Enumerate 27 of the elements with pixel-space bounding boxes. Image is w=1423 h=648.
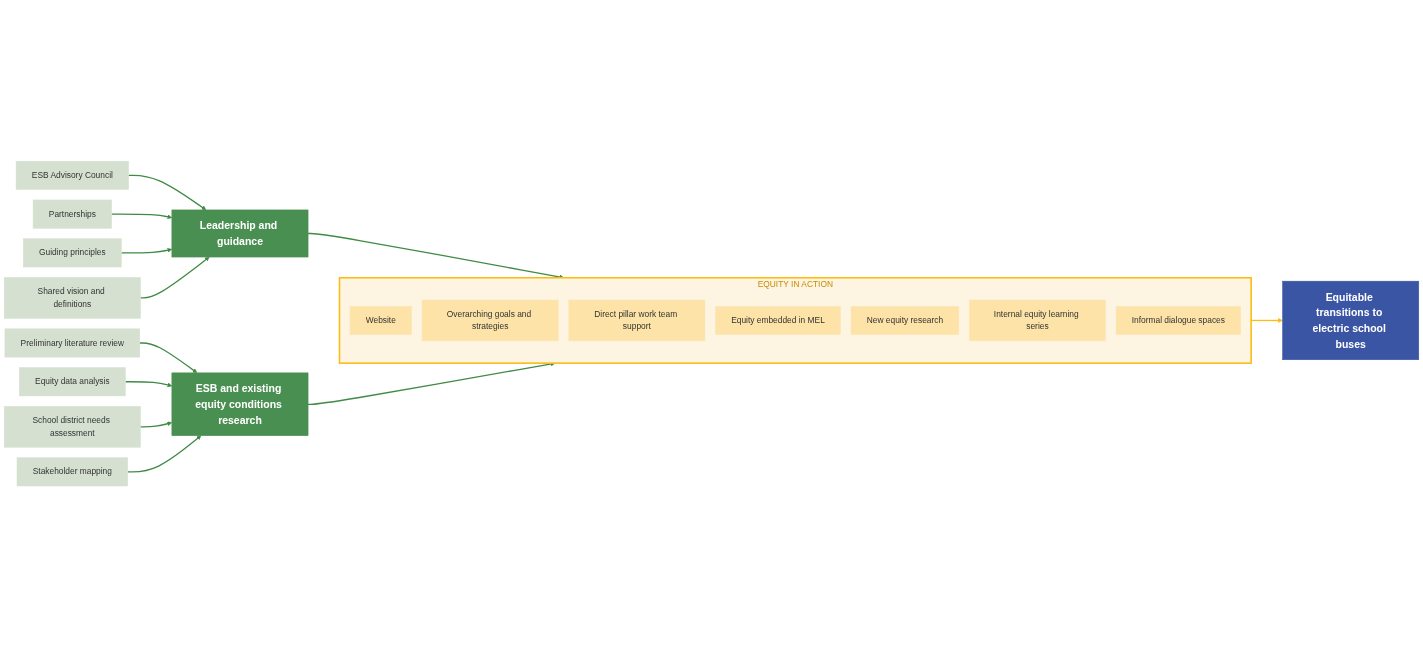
node-box: School district needs assessment bbox=[3, 406, 141, 448]
node-box: Overarching goals and strategies bbox=[421, 300, 559, 342]
node-box: ESB and existing equity conditions research bbox=[171, 373, 309, 437]
arrow bbox=[124, 381, 173, 388]
node-box: Internal equity learning series bbox=[969, 300, 1106, 342]
arrow bbox=[120, 248, 173, 254]
node-box: Partnerships bbox=[32, 200, 112, 229]
node-box: Preliminary literature review bbox=[4, 328, 140, 358]
arrow bbox=[127, 175, 207, 211]
arrow bbox=[307, 362, 556, 406]
arrow bbox=[110, 213, 173, 220]
node-box: Website bbox=[349, 306, 412, 336]
node-box: Stakeholder mapping bbox=[16, 457, 128, 487]
node-box: Equitable transitions to electric school buses bbox=[1282, 281, 1420, 361]
arrow bbox=[127, 435, 202, 473]
node-box: Leadership and guidance bbox=[171, 210, 309, 258]
arrow bbox=[139, 257, 210, 299]
node-box: Equity embedded in MEL bbox=[715, 306, 841, 336]
node-box: Shared vision and definitions bbox=[3, 277, 141, 319]
node-box: Guiding principles bbox=[23, 238, 122, 268]
node-box: New equity research bbox=[850, 306, 960, 336]
arrow bbox=[139, 421, 173, 428]
node-box: ESB Advisory Council bbox=[15, 161, 129, 191]
node-box: Equity data analysis bbox=[19, 367, 126, 397]
node-box: Informal dialogue spaces bbox=[1115, 306, 1241, 336]
arrow bbox=[139, 342, 198, 374]
node-box: Direct pillar work team support bbox=[568, 300, 706, 342]
